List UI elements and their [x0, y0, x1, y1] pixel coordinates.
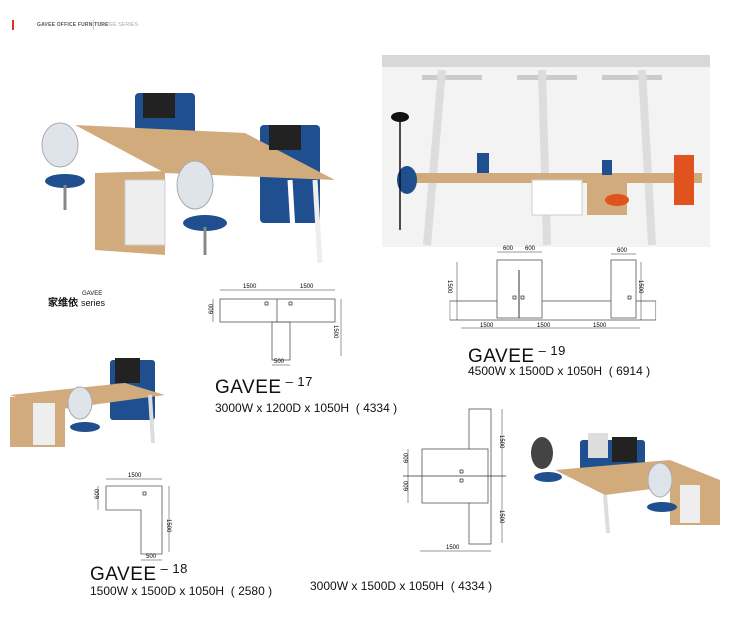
dim-width-left: 1500: [243, 284, 257, 290]
model-number: – 18: [160, 561, 188, 576]
dim-top-a: 600: [503, 246, 514, 252]
dim-left-depth: 1500: [446, 280, 452, 294]
product-photo-gavee-19: [382, 55, 710, 247]
dim-bottom: 1500: [446, 545, 460, 551]
brand-logo: 家维依 GAVEE series: [44, 288, 110, 312]
model-number: – 17: [285, 374, 313, 389]
dim-seg2: 1500: [537, 323, 551, 329]
dim-top-b: 600: [525, 246, 536, 252]
dim-right-depth: 1500: [637, 280, 643, 294]
dim-total-depth: 1500: [332, 325, 338, 339]
dim-upper: 600: [404, 452, 410, 463]
dimensions-gavee-17: 3000W x 1200D x 1050H ( 4334 ): [215, 401, 398, 415]
model-name: GAVEE: [468, 346, 535, 367]
dim-total-depth: 1500: [165, 519, 171, 533]
header-divider: [93, 20, 94, 30]
floor-plan-gavee-18: 1500 600 1500 500: [95, 473, 171, 561]
dim-width-right: 1500: [300, 284, 314, 290]
header-series: GAVEE SERIES: [98, 22, 139, 28]
model-number: – 19: [538, 343, 566, 358]
product-photo-cluster: [531, 433, 720, 534]
dim-depth: 600: [95, 488, 101, 499]
product-photo-gavee-17: [41, 93, 335, 266]
model-title-gavee-18: GAVEE– 18: [90, 561, 188, 586]
model-name: GAVEE: [215, 377, 282, 398]
model-name: GAVEE: [90, 564, 157, 585]
floor-plan-cluster: 600 600 1500 1500 1500: [403, 408, 506, 552]
dim-depth: 600: [209, 303, 215, 314]
floor-plan-gavee-19: 600 600 600 1500 1500 1500 1500 1500: [446, 246, 657, 329]
dim-leg: 500: [146, 554, 157, 560]
floor-plan-gavee-17: 1500 1500 600 1500 500: [209, 284, 342, 366]
dim-right-top: 1500: [498, 435, 504, 449]
dimensions-gavee-18: 1500W x 1500D x 1050H ( 2580 ): [90, 584, 273, 598]
dim-width: 1500: [128, 473, 142, 479]
dim-lower: 600: [404, 480, 410, 491]
logo-brand: GAVEE: [82, 291, 103, 297]
model-title-gavee-17: GAVEE– 17: [215, 374, 313, 399]
product-photo-gavee-18: [10, 358, 165, 447]
logo-chinese: 家维依: [48, 298, 78, 309]
dim-right-bottom: 1500: [498, 510, 504, 524]
dimensions-gavee-19: 4500W x 1500D x 1050H ( 6914 ): [468, 364, 651, 378]
logo-series: series: [81, 298, 106, 308]
model-title-gavee-19: GAVEE– 19: [468, 343, 566, 368]
dim-seg3: 1500: [593, 323, 607, 329]
dim-seg1: 1500: [480, 323, 494, 329]
header-accent-bar: [12, 20, 14, 30]
header-brand: GAVEE OFFICE FURNITURE: [37, 22, 109, 28]
dimensions-cluster: 3000W x 1500D x 1050H ( 4334 ): [310, 579, 493, 593]
dim-leg: 500: [274, 359, 285, 365]
dim-top-c: 600: [617, 248, 628, 254]
